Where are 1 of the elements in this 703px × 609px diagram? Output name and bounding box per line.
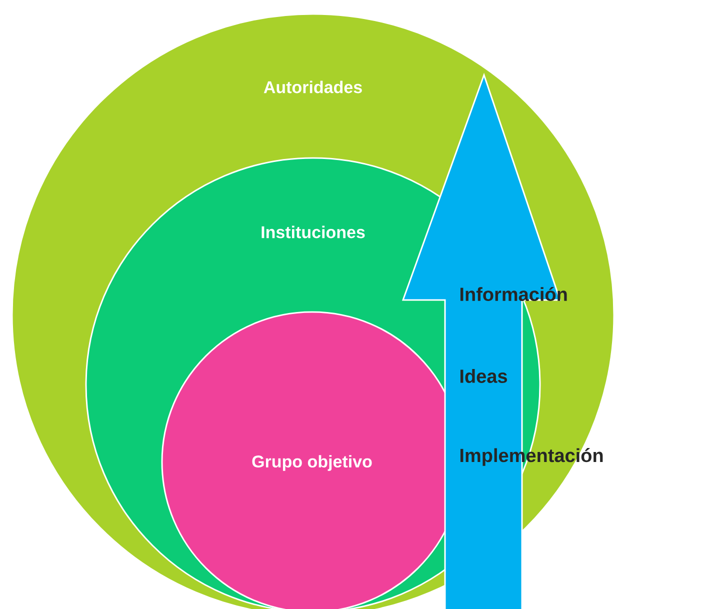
arrow-label: Ideas bbox=[460, 369, 507, 383]
